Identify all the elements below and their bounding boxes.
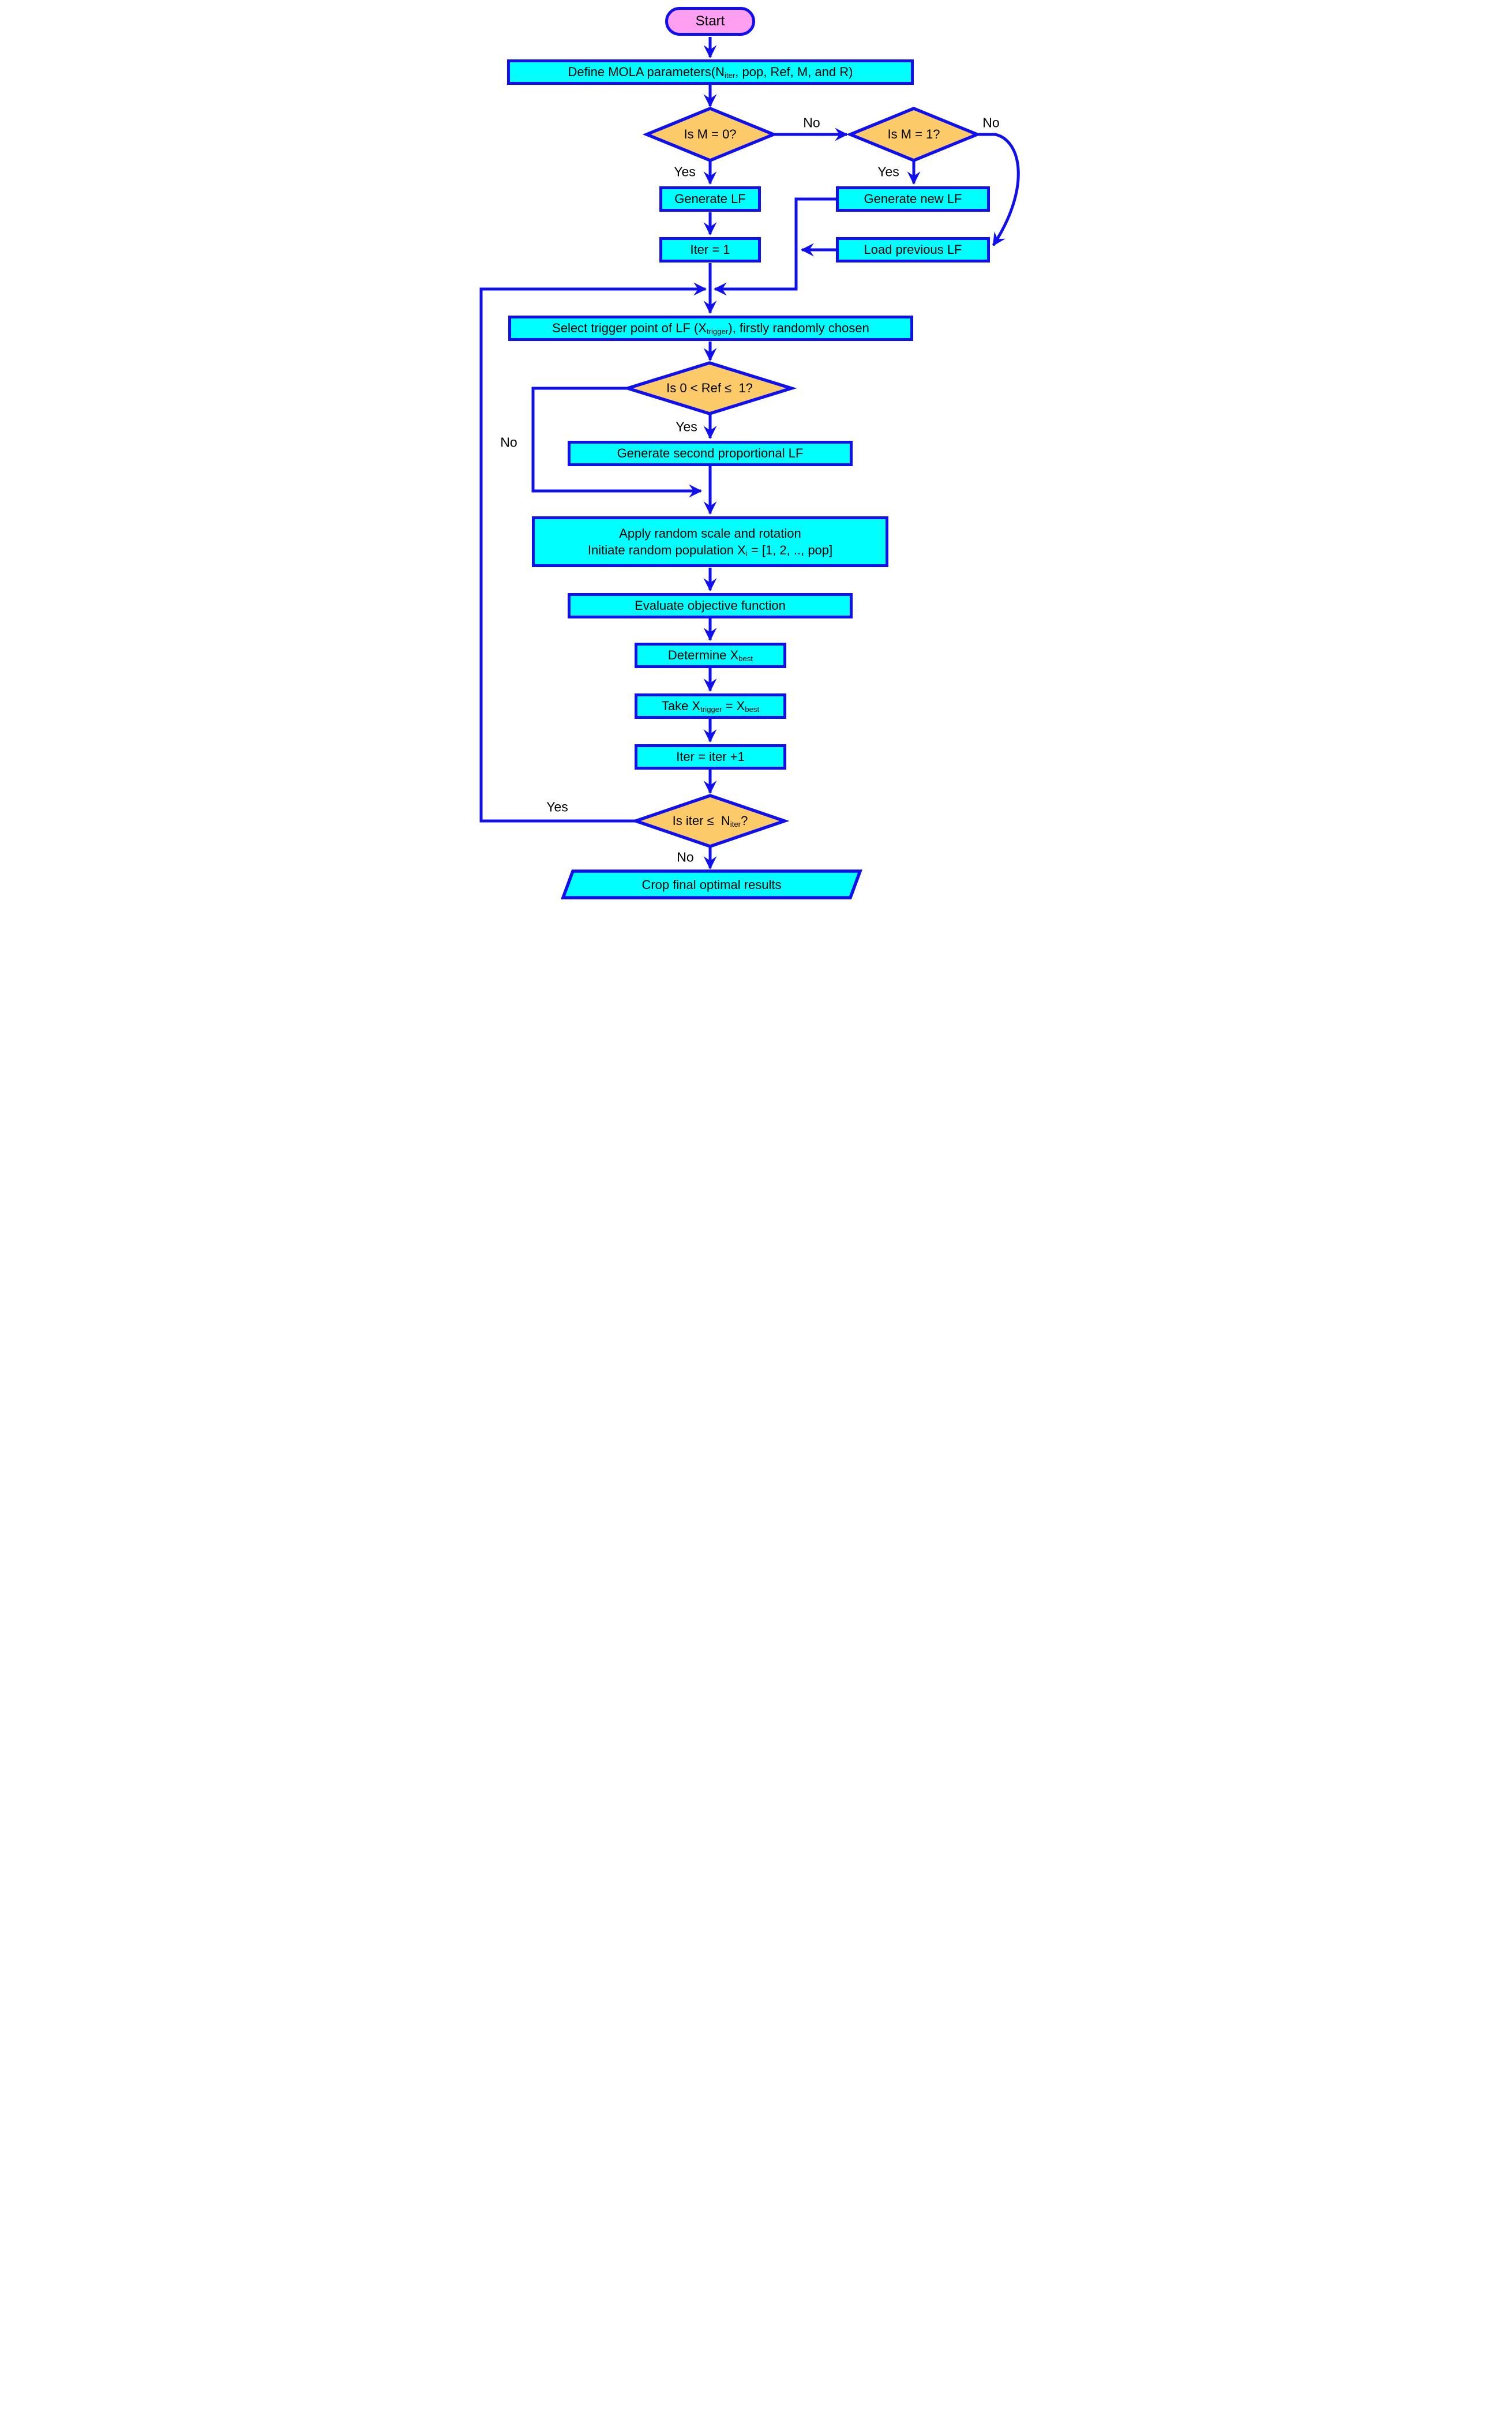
select-trigger-point-label: Select trigger point of LF (Xtrigger), f… <box>552 321 869 336</box>
generate-lf-process: Generate LF <box>659 186 761 212</box>
determine-xbest-label: Determine Xbest <box>667 648 753 663</box>
yes-label-ism0: Yes <box>674 164 696 179</box>
iter-increment-process: Iter = iter +1 <box>635 744 786 770</box>
generate-second-proportional-label: Generate second proportional LF <box>617 446 804 461</box>
connector-layer <box>479 37 1020 899</box>
load-previous-lf-label: Load previous LF <box>864 242 962 257</box>
apply-random-line1: Apply random scale and rotation <box>619 526 801 541</box>
define-parameters-label: Define MOLA parameters(Niter, pop, Ref, … <box>568 65 853 80</box>
no-label-isref: No <box>500 434 517 450</box>
apply-random-line2: Initiate random population Xi = [1, 2, .… <box>587 543 833 558</box>
yes-label-isref: Yes <box>676 419 697 434</box>
is-m1-diamond-shape <box>846 107 982 162</box>
iter-equals-1-process: Iter = 1 <box>659 237 761 262</box>
start-terminator: Start <box>665 7 755 36</box>
take-xtrigger-process: Take Xtrigger = Xbest <box>635 693 786 719</box>
start-label: Start <box>695 13 725 29</box>
edge-isref-bypass-no <box>531 387 703 498</box>
generate-new-lf-label: Generate new LF <box>864 192 962 207</box>
flowchart-canvas: Start Define MOLA parameters(Niter, pop,… <box>472 0 1040 912</box>
edge-generatenewlf-merge <box>713 197 836 296</box>
determine-xbest-process: Determine Xbest <box>635 643 786 668</box>
is-m0-diamond-shape <box>642 107 778 162</box>
edge-isiter-loop-yes <box>479 282 707 823</box>
define-parameters-process: Define MOLA parameters(Niter, pop, Ref, … <box>507 59 914 85</box>
yes-label-isiter: Yes <box>546 799 568 815</box>
generate-lf-label: Generate LF <box>674 192 746 207</box>
is-ref-diamond-shape <box>622 361 797 415</box>
evaluate-objective-process: Evaluate objective function <box>568 593 853 618</box>
is-iter-diamond-shape <box>631 794 790 848</box>
generate-second-proportional-process: Generate second proportional LF <box>568 441 853 466</box>
load-previous-lf-process: Load previous LF <box>836 237 990 262</box>
take-xtrigger-label: Take Xtrigger = Xbest <box>661 699 760 714</box>
crop-parallelogram-shape <box>561 869 862 899</box>
generate-new-lf-process: Generate new LF <box>836 186 990 212</box>
iter-equals-1-label: Iter = 1 <box>690 242 730 257</box>
yes-label-ism1: Yes <box>877 164 899 179</box>
no-label-isiter: No <box>677 849 694 865</box>
iter-increment-label: Iter = iter +1 <box>676 749 745 764</box>
evaluate-objective-label: Evaluate objective function <box>635 598 786 613</box>
no-label-ism1: No <box>982 115 1000 130</box>
edge-ism1-loadprevious-no-curve <box>978 133 1020 246</box>
select-trigger-point-process: Select trigger point of LF (Xtrigger), f… <box>508 316 913 341</box>
apply-random-scale-process: Apply random scale and rotation Initiate… <box>532 516 888 567</box>
no-label-ism0: No <box>803 115 820 130</box>
